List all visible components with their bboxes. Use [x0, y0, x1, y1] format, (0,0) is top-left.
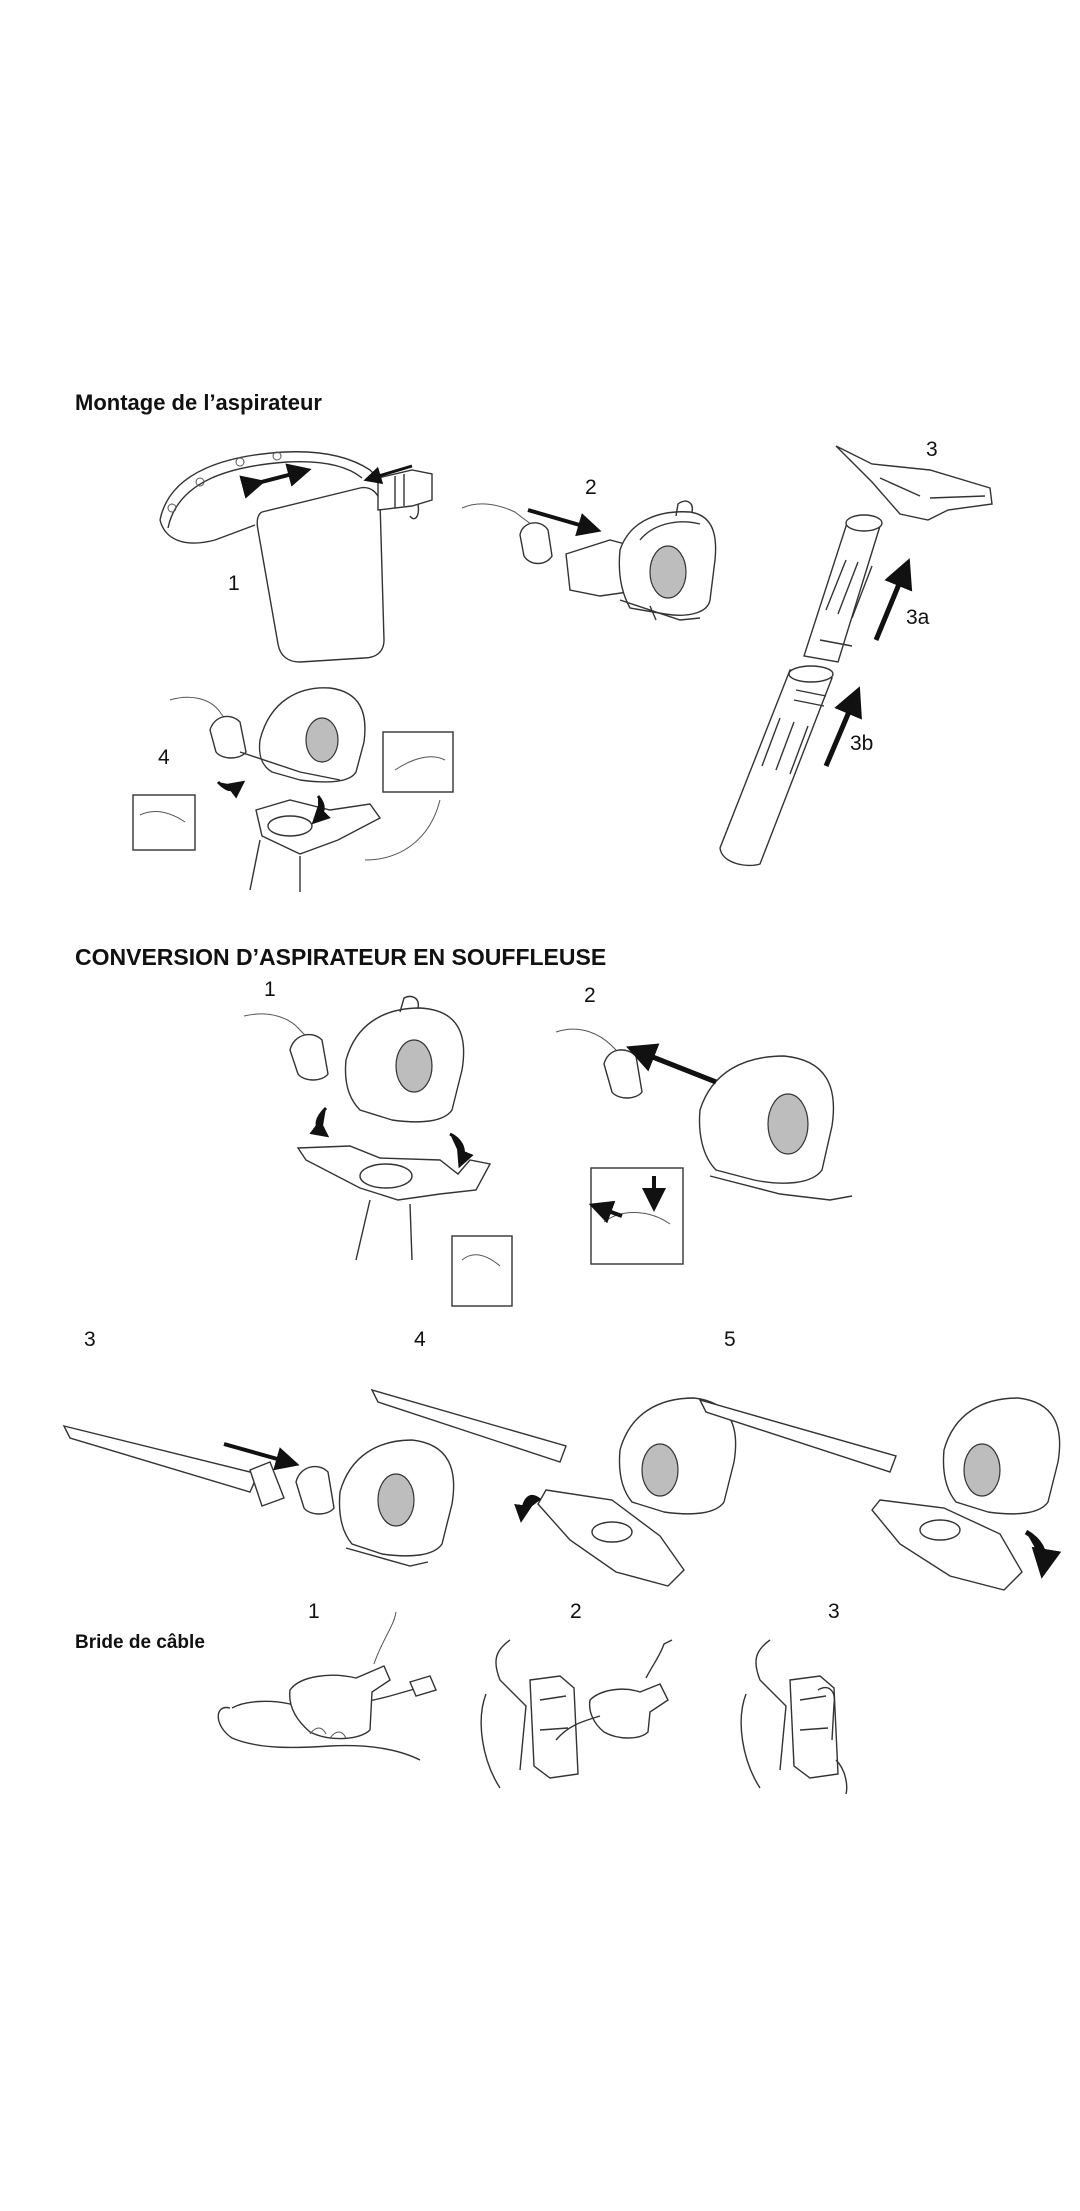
step-number: 3a [906, 606, 930, 629]
step-number: 1 [308, 1600, 320, 1623]
step-number: 5 [724, 1328, 736, 1351]
step-number: 3 [828, 1600, 840, 1623]
cable-clip-secured-illustration [740, 1639, 848, 1795]
remove-tube-illustration [555, 1028, 853, 1265]
tube-insertion-illustration [461, 500, 717, 621]
step-number: 4 [158, 746, 170, 769]
collection-bag-illustration [159, 451, 433, 663]
step-number: 1 [264, 978, 276, 1001]
blower-tube-illustration [62, 1424, 455, 1567]
section-title-conversion: CONVERSION D’ASPIRATEUR EN SOUFFLEUSE [75, 944, 607, 970]
step-number: 2 [585, 476, 597, 499]
blower-assembled-illustration [698, 1397, 1062, 1591]
detach-tube-illustration [243, 995, 513, 1307]
section-title-cable-clip: Bride de câble [75, 1632, 205, 1653]
step-number: 2 [570, 1600, 582, 1623]
step-number: 4 [414, 1328, 426, 1351]
attach-housing-illustration [132, 687, 454, 892]
step-number: 2 [584, 984, 596, 1007]
step-number: 1 [228, 572, 240, 595]
step-number: 3 [84, 1328, 96, 1351]
cable-clip-hand-illustration [217, 1611, 437, 1761]
section-title-assembly: Montage de l’aspirateur [75, 390, 322, 415]
step-number: 3b [850, 732, 874, 755]
step-number: 3 [926, 438, 938, 461]
tube-assembly-illustration [719, 445, 993, 867]
cable-clip-insert-illustration [480, 1639, 673, 1789]
attach-blower-illustration [370, 1388, 737, 1587]
